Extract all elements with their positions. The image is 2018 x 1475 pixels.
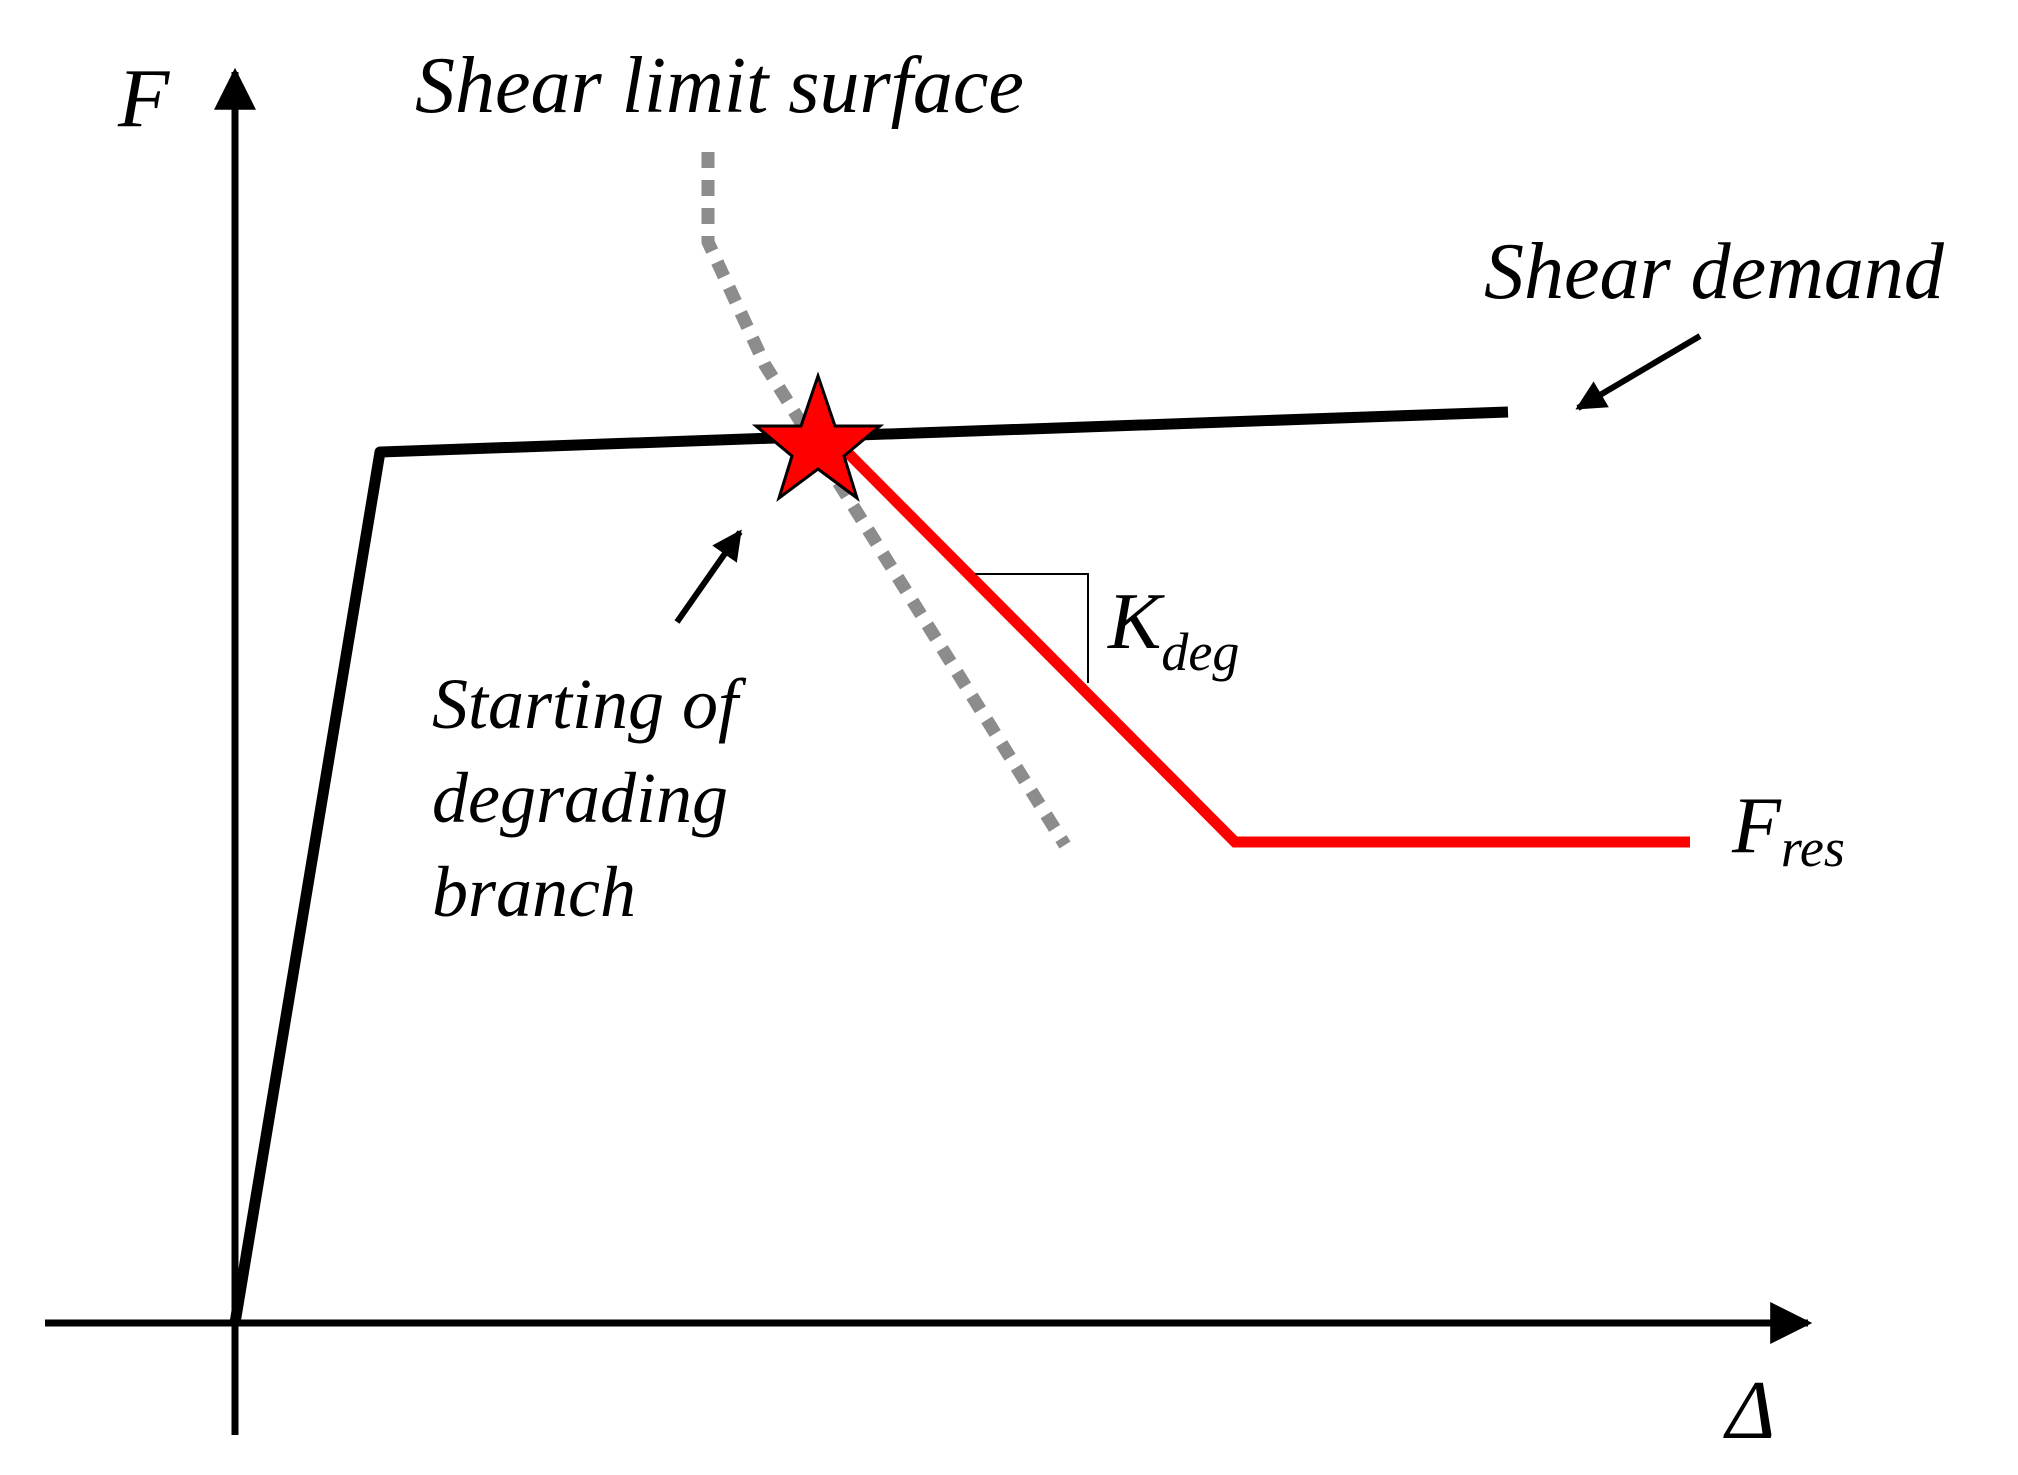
k-deg-label: Kdeg	[1107, 578, 1239, 682]
degrading-branch-curve	[836, 441, 1690, 848]
starting-point-pointer-arrow	[674, 529, 743, 624]
shear-limit-surface-curve	[701, 152, 1071, 849]
shear-demand-pointer-arrow	[1575, 333, 1702, 411]
shear-demand-label: Shear demand	[1484, 228, 1945, 316]
y-axis-label: F	[117, 52, 171, 145]
star-icon	[751, 371, 885, 502]
f-res-subscript: res	[1781, 818, 1845, 878]
starting-label-line-1: Starting of	[432, 664, 747, 744]
k-deg-subscript: deg	[1161, 622, 1239, 682]
k-deg-main: K	[1107, 578, 1165, 666]
starting-label-line-3: branch	[432, 852, 636, 932]
k-deg-slope-triangle	[975, 573, 1089, 683]
shear-limit-surface-label: Shear limit surface	[415, 42, 1024, 130]
f-res-label: Fres	[1731, 782, 1845, 878]
f-res-main: F	[1731, 782, 1782, 870]
shear-demand-curve	[229, 406, 1509, 1324]
x-axis-label: Δ	[1723, 1364, 1775, 1457]
starting-label-line-2: degrading	[432, 758, 728, 838]
starting-degrading-branch-label: Starting of degrading branch	[432, 664, 756, 932]
